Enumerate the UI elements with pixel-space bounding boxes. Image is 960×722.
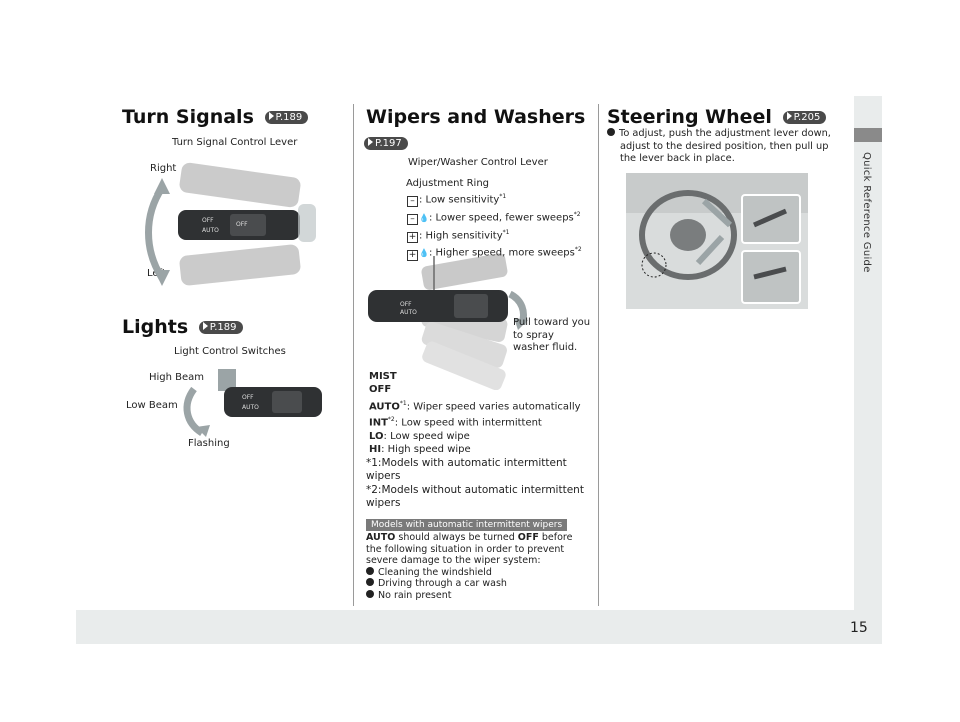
- adjustment-ring-label: Adjustment Ring: [406, 178, 490, 189]
- turn-signal-caption: Turn Signal Control Lever: [172, 137, 298, 148]
- off-label: OFF: [369, 384, 392, 395]
- lights-title: Lights P.189: [122, 316, 243, 338]
- side-strip: [854, 96, 882, 610]
- droplet-icon: 💧: [419, 248, 429, 258]
- svg-text:AUTO: AUTO: [202, 227, 219, 234]
- side-tab-marker: [854, 128, 882, 142]
- turn-signals-title: Turn Signals P.189: [122, 106, 309, 128]
- wipers-title: Wipers and Washers: [366, 106, 586, 128]
- adjust-arrow: [695, 198, 733, 266]
- arrow-icon: [786, 112, 792, 120]
- ring-item: –💧: Lower speed, fewer sweeps*2: [407, 208, 582, 226]
- bullet-icon: [366, 578, 374, 586]
- high-beam-arrow: [218, 369, 236, 391]
- ring-list: –: Low sensitivity*1 –💧: Lower speed, fe…: [407, 190, 582, 261]
- models-badge: Models with automatic intermittent wiper…: [366, 519, 568, 531]
- page-number: 15: [850, 620, 868, 636]
- mode-hi: HI: High speed wipe: [369, 443, 471, 455]
- pull-toward-text: Pull toward you to spray washer fluid.: [513, 317, 591, 353]
- column-divider: [598, 104, 599, 606]
- steering-title: Steering Wheel P.205: [607, 106, 827, 128]
- mode-lo: LO: Low speed wipe: [369, 430, 470, 442]
- footer-band: [76, 610, 882, 644]
- flashing-label: Flashing: [188, 438, 230, 449]
- mist-label: MIST: [369, 371, 397, 382]
- svg-text:AUTO: AUTO: [400, 309, 417, 316]
- high-beam-label: High Beam: [149, 372, 205, 383]
- ring-item: +: High sensitivity*1: [407, 228, 510, 243]
- wiper-lever-illustration: OFF AUTO: [368, 253, 528, 390]
- wiper-warning: AUTO should always be turned OFF before …: [366, 532, 591, 601]
- arrow-icon: [202, 322, 208, 330]
- bullet-item: Cleaning the windshield: [366, 566, 591, 579]
- steering-wheel-illustration: [626, 173, 808, 309]
- page-ref-link[interactable]: P.197: [364, 137, 408, 150]
- light-caption: Light Control Switches: [174, 346, 286, 357]
- wiper-modes: AUTO*1: Wiper speed varies automatically…: [369, 397, 581, 456]
- arrow-icon: [268, 112, 274, 120]
- bullet-item: No rain present: [366, 589, 591, 602]
- mode-int: INT*2: Low speed with intermittent: [369, 416, 542, 429]
- page-ref-link[interactable]: P.205: [782, 111, 827, 124]
- page-ref-link[interactable]: P.189: [198, 321, 243, 334]
- droplet-icon: 💧: [419, 213, 429, 223]
- bullet-item: Driving through a car wash: [366, 578, 591, 590]
- svg-text:OFF: OFF: [242, 394, 254, 401]
- light-lever-illustration: OFF AUTO: [183, 369, 322, 437]
- svg-text:OFF: OFF: [400, 301, 412, 308]
- footnote-1: *1:Models with automatic intermittent wi…: [366, 457, 567, 482]
- wiper-caption: Wiper/Washer Control Lever: [408, 157, 548, 168]
- turn-signal-lever-illustration: OFF AUTO OFF: [145, 162, 316, 286]
- right-label: Right: [150, 163, 177, 174]
- ring-item: –: Low sensitivity*1: [407, 190, 582, 208]
- svg-text:OFF: OFF: [202, 217, 214, 224]
- mode-auto: AUTO*1: Wiper speed varies automatically: [369, 400, 581, 413]
- bullet-icon: [366, 566, 374, 575]
- rotation-arrow: [145, 186, 165, 280]
- bullet-icon: [366, 589, 374, 598]
- column-divider: [353, 104, 354, 606]
- low-beam-label: Low Beam: [126, 400, 178, 411]
- flash-arrow: [183, 386, 205, 436]
- inset-lever-up: [741, 250, 801, 304]
- footnote-2: *2:Models without automatic intermittent…: [366, 484, 584, 509]
- wheel-rim: [639, 190, 737, 280]
- wipers-ref: P.197: [364, 133, 408, 152]
- page-ref-link[interactable]: P.189: [264, 111, 309, 124]
- bullet-icon: [607, 128, 615, 136]
- side-tab-label: Quick Reference Guide: [861, 152, 872, 273]
- steering-instructions: To adjust, push the adjustment lever dow…: [607, 128, 839, 166]
- svg-text:AUTO: AUTO: [242, 404, 259, 411]
- arrow-icon: [368, 138, 373, 146]
- ring-item: +💧: Higher speed, more sweeps*2: [407, 246, 582, 261]
- svg-text:OFF: OFF: [236, 221, 248, 228]
